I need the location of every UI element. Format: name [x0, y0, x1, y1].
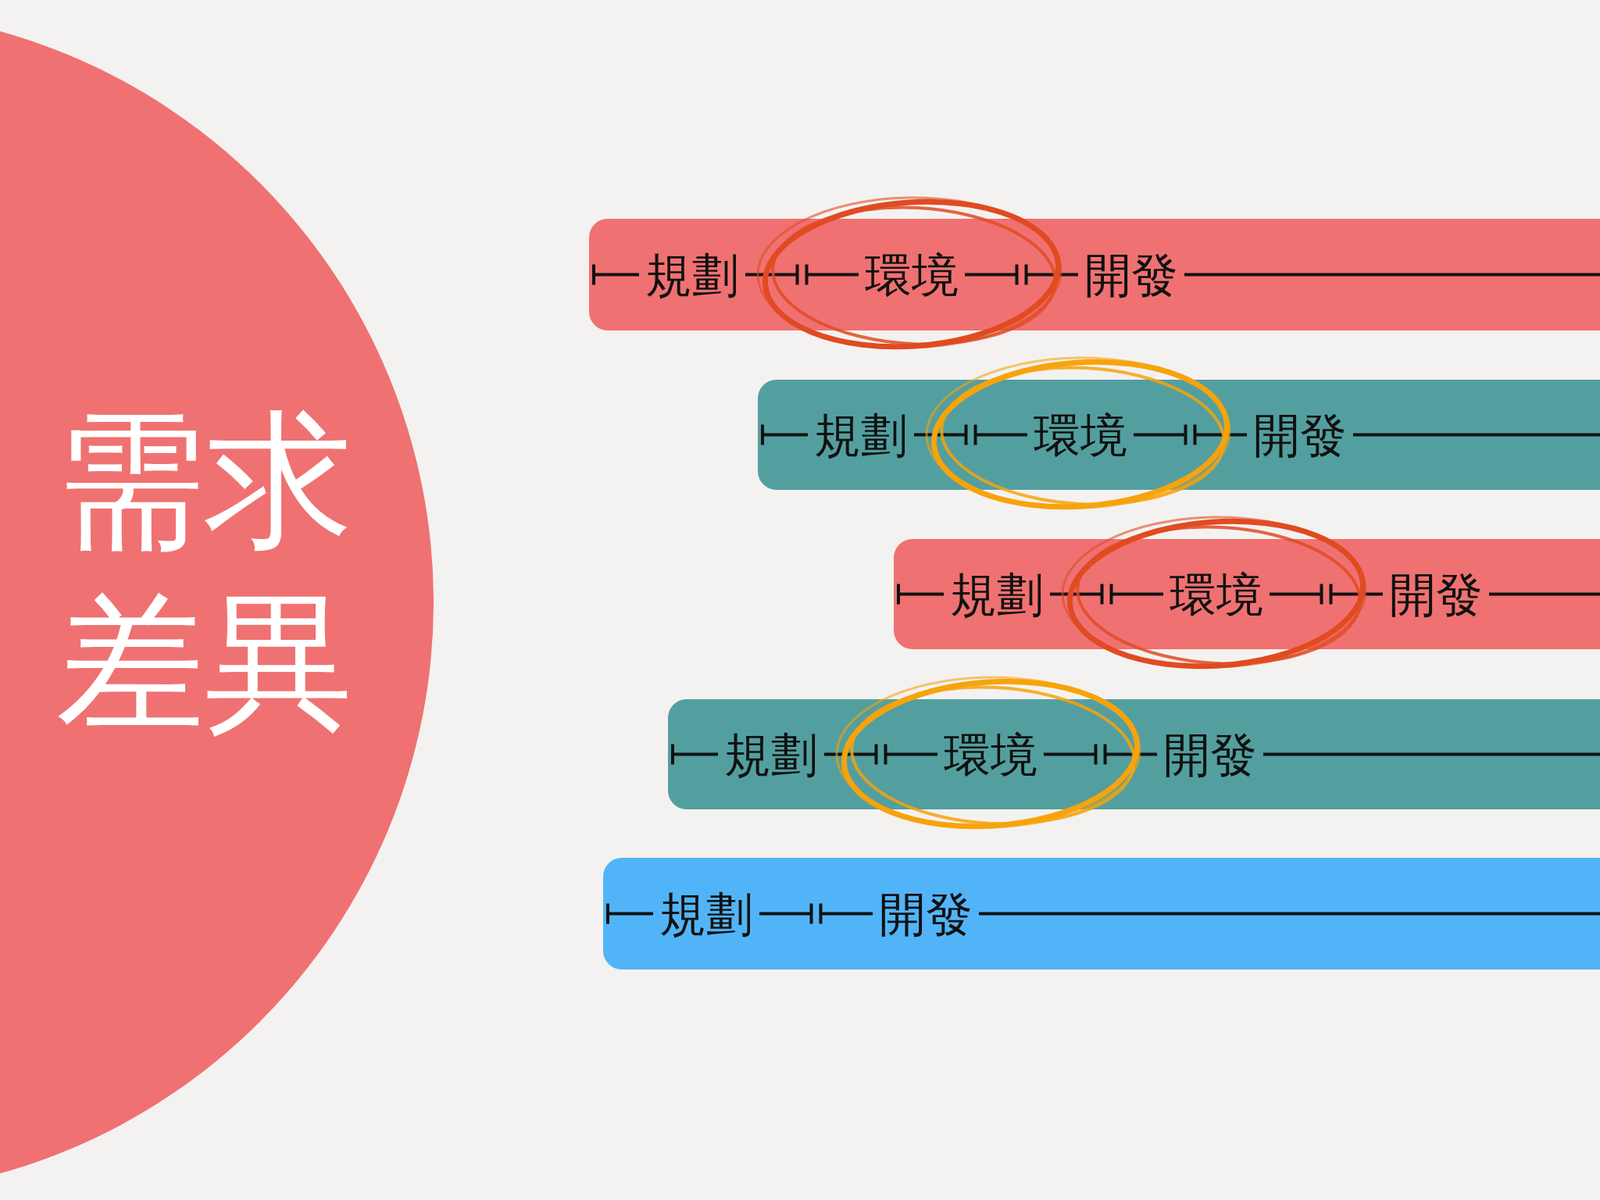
phase-label: 規劃: [724, 726, 818, 783]
timeline-band: 規劃 環境 開發: [589, 218, 1600, 331]
phase-label: 環境: [943, 726, 1038, 783]
phase-label: 開發: [1163, 726, 1258, 783]
phase-label: 規劃: [814, 407, 908, 464]
phase-label: 規劃: [645, 246, 740, 304]
phase-label: 開發: [1253, 407, 1347, 464]
timeline-band: 規劃 環境 開發: [667, 699, 1600, 810]
timeline-band: 規劃 環境 開發: [893, 539, 1600, 650]
hand-drawn-circle: [1060, 511, 1368, 676]
hand-drawn-circle: [835, 671, 1143, 836]
hand-drawn-circle: [756, 192, 1064, 357]
phase-label: 環境: [1169, 566, 1264, 623]
phase-label: 環境: [864, 246, 959, 304]
phase-label: 環境: [1033, 407, 1128, 464]
phase-label: 規劃: [950, 566, 1044, 623]
phase-label: 開發: [1084, 246, 1179, 304]
hand-drawn-circle: [925, 352, 1233, 517]
phase-label: 規劃: [659, 885, 754, 943]
phase-label: 開發: [1389, 566, 1483, 623]
title-circle: [0, 9, 434, 1196]
timeline-band: 規劃 開發: [603, 857, 1600, 970]
timeline-band: 規劃 環境 開發: [757, 379, 1600, 490]
phase-label: 開發: [878, 885, 973, 943]
title: 需求 差異: [56, 390, 400, 754]
